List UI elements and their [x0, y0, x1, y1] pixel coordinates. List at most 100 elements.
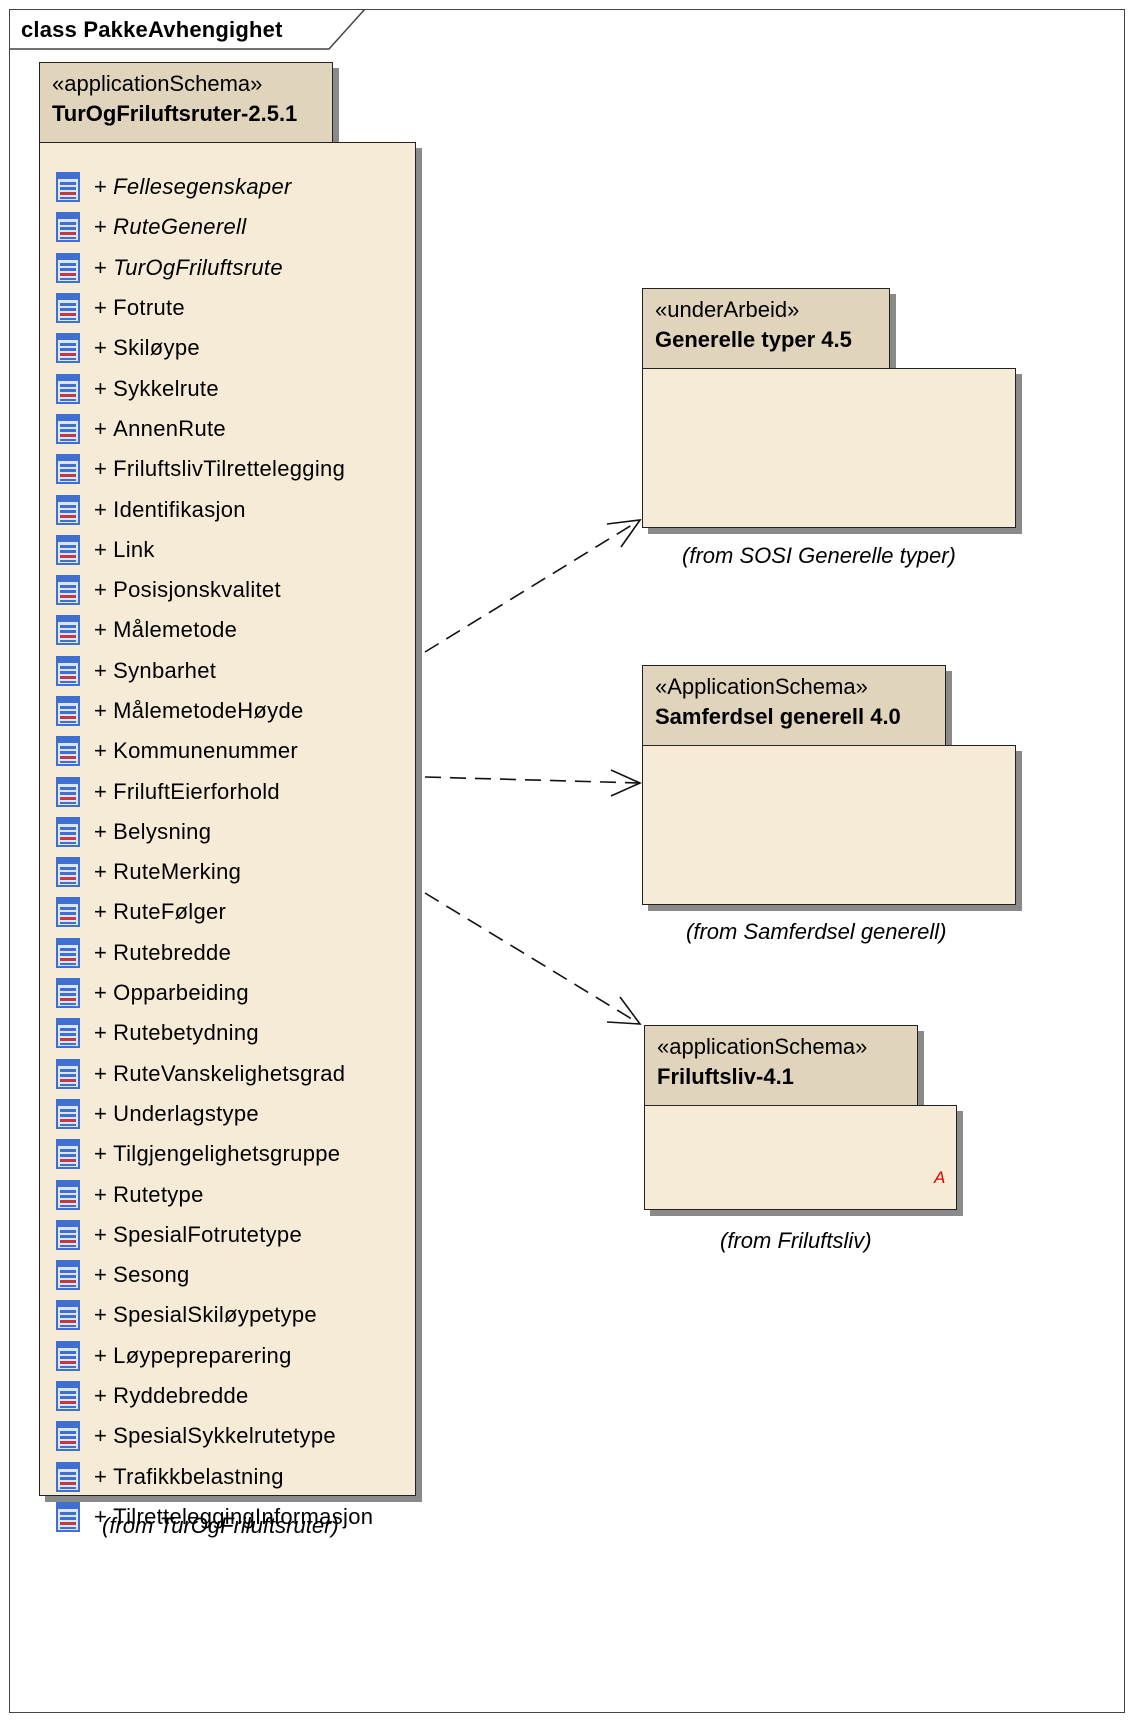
member-item[interactable]: +Tilgjengelighetsgruppe	[56, 1134, 373, 1174]
member-visibility: +	[94, 1342, 108, 1368]
member-name: SpesialSykkelrutetype	[113, 1423, 336, 1449]
main-package-from-note: (from TurOgFriluftsruter)	[102, 1513, 339, 1538]
member-item[interactable]: +Sykkelrute	[56, 368, 373, 408]
member-visibility: +	[94, 375, 108, 401]
member-item[interactable]: +RuteGenerell	[56, 207, 373, 247]
member-item[interactable]: +Trafikkbelastning	[56, 1457, 373, 1497]
member-item[interactable]: +RuteVanskelighetsgrad	[56, 1054, 373, 1094]
member-item[interactable]: +TilretteleggingInformasjon	[56, 1497, 373, 1537]
dependency-line-samferdsel[interactable]	[424, 776, 641, 784]
class-icon	[56, 696, 80, 726]
friluftsliv-package-body[interactable]	[644, 1105, 957, 1210]
class-icon	[56, 1018, 80, 1049]
member-list: +Fellesegenskaper +RuteGenerell +TurOgFr…	[56, 167, 373, 1537]
member-name: SpesialSkiløypetype	[113, 1302, 317, 1328]
main-package-body[interactable]	[39, 142, 416, 1496]
member-item[interactable]: +FriluftEierforhold	[56, 771, 373, 811]
member-item[interactable]: +Ryddebredde	[56, 1376, 373, 1416]
member-name: Rutebetydning	[113, 1020, 259, 1046]
class-icon	[56, 1179, 80, 1210]
class-icon	[56, 1340, 80, 1371]
dependency-line-generelle-typer[interactable]	[424, 519, 641, 653]
class-icon	[56, 1139, 80, 1170]
member-name: Ryddebredde	[113, 1383, 249, 1409]
member-name: Sykkelrute	[113, 375, 219, 401]
friluftsliv-package-tab[interactable]: «applicationSchema» Friluftsliv-4.1	[644, 1025, 918, 1107]
member-visibility: +	[94, 1503, 108, 1529]
member-name: Belysning	[113, 818, 212, 844]
member-item[interactable]: +Løypepreparering	[56, 1336, 373, 1376]
frame-title: class PakkeAvhengighet	[21, 17, 283, 42]
member-item[interactable]: +Rutebetydning	[56, 1013, 373, 1053]
member-item[interactable]: +Fellesegenskaper	[56, 167, 373, 207]
member-visibility: +	[94, 174, 108, 200]
samferdsel-name: Samferdsel generell 4.0	[655, 704, 901, 729]
member-visibility: +	[94, 536, 108, 562]
class-icon	[56, 454, 80, 485]
member-item[interactable]: +Kommunenummer	[56, 731, 373, 771]
member-name: Synbarhet	[113, 657, 217, 683]
member-visibility: +	[94, 738, 108, 764]
member-item[interactable]: +Sesong	[56, 1255, 373, 1295]
member-item[interactable]: +AnnenRute	[56, 409, 373, 449]
member-visibility: +	[94, 939, 108, 965]
member-visibility: +	[94, 415, 108, 441]
member-item[interactable]: +Identifikasjon	[56, 489, 373, 529]
member-item[interactable]: +SpesialFotrutetype	[56, 1215, 373, 1255]
member-item[interactable]: +SpesialSykkelrutetype	[56, 1416, 373, 1456]
samferdsel-package-body[interactable]	[642, 745, 1016, 905]
main-package-tab[interactable]: «applicationSchema» TurOgFriluftsruter-2…	[39, 62, 333, 144]
member-item[interactable]: +Rutebredde	[56, 933, 373, 973]
member-item[interactable]: +Posisjonskvalitet	[56, 570, 373, 610]
member-item[interactable]: +Fotrute	[56, 288, 373, 328]
member-item[interactable]: +Opparbeiding	[56, 973, 373, 1013]
arrowhead-generelle-typer	[606, 518, 642, 548]
member-item[interactable]: +MålemetodeHøyde	[56, 691, 373, 731]
member-item[interactable]: +RuteMerking	[56, 852, 373, 892]
member-name: MålemetodeHøyde	[113, 698, 304, 723]
member-item[interactable]: +Belysning	[56, 812, 373, 852]
member-visibility: +	[94, 1463, 108, 1489]
member-visibility: +	[94, 577, 108, 603]
dependency-line-friluftsliv[interactable]	[424, 892, 641, 1025]
member-visibility: +	[94, 617, 108, 643]
member-name: Løypepreparering	[113, 1342, 292, 1368]
friluftsliv-from-note: (from Friluftsliv)	[720, 1228, 872, 1253]
member-item[interactable]: +Synbarhet	[56, 651, 373, 691]
member-name: Målemetode	[113, 617, 238, 643]
member-item[interactable]: +FriluftslivTilrettelegging	[56, 449, 373, 489]
member-visibility: +	[94, 657, 108, 683]
member-item[interactable]: +Skiløype	[56, 328, 373, 368]
generelle-typer-stereotype: «underArbeid»	[655, 297, 800, 322]
class-icon	[56, 575, 80, 606]
member-item[interactable]: +SpesialSkiløypetype	[56, 1295, 373, 1335]
member-name: TurOgFriluftsrute	[113, 254, 283, 280]
member-visibility: +	[94, 1141, 108, 1167]
generelle-typer-package-tab[interactable]: «underArbeid» Generelle typer 4.5	[642, 288, 890, 370]
member-name: FriluftslivTilrettelegging	[113, 456, 346, 482]
member-item[interactable]: +Målemetode	[56, 610, 373, 650]
member-item[interactable]: +TurOgFriluftsrute	[56, 248, 373, 288]
samferdsel-package-tab[interactable]: «ApplicationSchema» Samferdsel generell …	[642, 665, 946, 747]
generelle-typer-package-body[interactable]	[642, 368, 1016, 528]
member-item[interactable]: +Rutetype	[56, 1174, 373, 1214]
arrowhead-samferdsel	[610, 769, 642, 797]
member-item[interactable]: +Underlagstype	[56, 1094, 373, 1134]
member-name: RuteMerking	[113, 859, 242, 885]
class-icon	[56, 1381, 80, 1412]
member-item[interactable]: +Link	[56, 530, 373, 570]
member-name: RuteVanskelighetsgrad	[113, 1060, 346, 1086]
member-item[interactable]: +RuteFølger	[56, 892, 373, 932]
frame-title-tab: class PakkeAvhengighet	[9, 9, 366, 50]
generelle-typer-name: Generelle typer 4.5	[655, 327, 852, 352]
member-visibility: +	[94, 1020, 108, 1046]
member-name: Trafikkbelastning	[113, 1463, 284, 1489]
class-icon	[56, 1098, 80, 1129]
main-package-name: TurOgFriluftsruter-2.5.1	[52, 101, 298, 126]
class-icon	[56, 615, 80, 646]
member-name: TilretteleggingInformasjon	[113, 1503, 374, 1529]
class-icon	[56, 1501, 80, 1532]
class-icon	[56, 1421, 80, 1452]
member-name: Opparbeiding	[113, 980, 249, 1006]
member-name: RuteGenerell	[113, 214, 247, 240]
